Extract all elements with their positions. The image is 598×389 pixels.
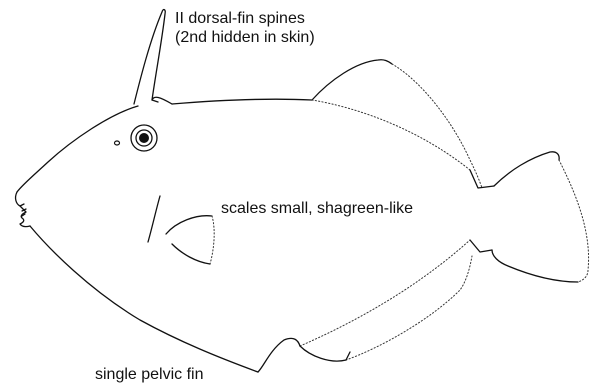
caudal-fin (494, 152, 559, 186)
dorsal-spine (134, 10, 165, 104)
snout (16, 192, 30, 227)
pelvic-fin (258, 338, 300, 372)
soft-dorsal-fin (312, 60, 392, 100)
pectoral-fin-margin (210, 216, 214, 264)
soft-dorsal-fin-base (312, 100, 470, 170)
anal-fin (300, 346, 346, 361)
soft-dorsal-fin-margin (392, 64, 482, 188)
caudal-fin-lower (492, 250, 578, 282)
anal-fin-margin (346, 256, 472, 360)
belly-profile (30, 226, 258, 372)
pectoral-fin (166, 216, 212, 234)
gill-opening (148, 196, 160, 242)
pelvic-fin-label: single pelvic fin (95, 365, 204, 384)
pectoral-fin-lower (172, 244, 210, 264)
caudal-peduncle-top (470, 170, 494, 188)
body-top-profile (17, 106, 138, 192)
eye-pupil (139, 133, 149, 143)
dorsal-spines-label: II dorsal-fin spines (2nd hidden in skin… (175, 9, 315, 47)
caudal-peduncle-bottom (470, 240, 492, 252)
nostril (115, 141, 120, 145)
caudal-fin-margin (559, 160, 589, 282)
body-back (172, 99, 312, 104)
dorsal-spines-label-line1: II dorsal-fin spines (175, 9, 315, 28)
scales-label: scales small, shagreen-like (221, 199, 413, 218)
anal-fin-base (300, 240, 470, 346)
dorsal-spines-label-line2: (2nd hidden in skin) (175, 28, 315, 47)
